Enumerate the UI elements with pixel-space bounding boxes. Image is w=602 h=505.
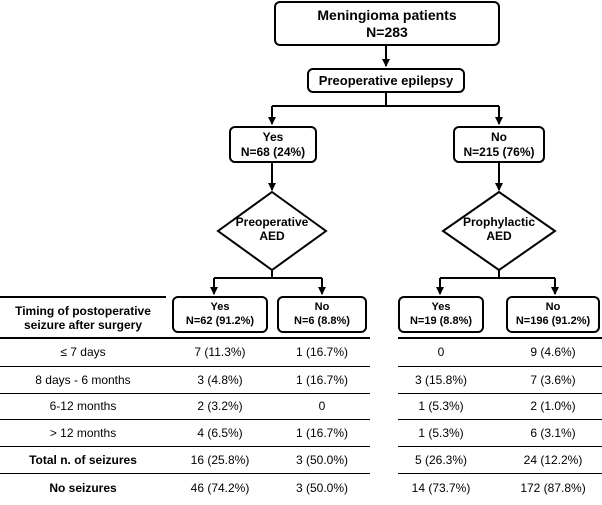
row-label: 8 days - 6 months	[35, 373, 131, 387]
table-header-label: Timing of postoperative seizure after su…	[2, 304, 164, 333]
col2-count: N=6 (8.8%)	[294, 314, 350, 327]
table-cell: 3 (50.0%)	[295, 453, 349, 467]
row-rule-2-right	[398, 393, 602, 394]
meningioma-patients-box: Meningioma patients N=283	[274, 1, 500, 46]
row-rule-5-right	[398, 473, 602, 474]
table-cell: 7 (11.3%)	[194, 345, 246, 359]
table-cell: 24 (12.2%)	[523, 453, 583, 467]
row-rule-4-left	[0, 446, 370, 447]
table-cell: 2 (3.2%)	[197, 399, 243, 413]
col-header-preop-yes: Yes N=62 (91.2%)	[172, 296, 268, 333]
row-rule-3-left	[0, 419, 370, 420]
col3-count: N=19 (8.8%)	[409, 314, 473, 327]
col-header-preop-no: No N=6 (8.8%)	[277, 296, 367, 333]
yes-branch-box: Yes N=68 (24%)	[229, 126, 317, 163]
table-cell: 14 (73.7%)	[411, 481, 471, 495]
row-rule-5-left	[0, 473, 370, 474]
table-cell: 1 (16.7%)	[295, 426, 349, 440]
table-cell: 7 (3.6%)	[530, 373, 576, 387]
no-branch-label: No	[491, 130, 507, 145]
preop-label: Preoperative epilepsy	[318, 72, 454, 88]
row-label-total: Total n. of seizures	[29, 453, 137, 467]
col3-label: Yes	[431, 301, 451, 314]
top-box-title: Meningioma patients	[317, 6, 457, 23]
table-cell: 16 (25.8%)	[190, 453, 250, 467]
table-top-rule-left	[0, 296, 166, 298]
left-diamond-line2: AED	[259, 228, 285, 243]
col-header-proph-yes: Yes N=19 (8.8%)	[398, 296, 484, 333]
row-rule-3-right	[398, 419, 602, 420]
prophylactic-aed-label: Prophylactic AED	[449, 215, 549, 244]
col1-label: Yes	[210, 301, 230, 314]
table-cell: 1 (16.7%)	[295, 373, 349, 387]
table-cell: 9 (4.6%)	[530, 345, 576, 359]
table-cell: 46 (74.2%)	[190, 481, 250, 495]
no-branch-box: No N=215 (76%)	[453, 126, 545, 163]
preoperative-epilepsy-box: Preoperative epilepsy	[307, 68, 465, 93]
row-rule-1-left	[0, 366, 370, 367]
col4-count: N=196 (91.2%)	[515, 314, 591, 327]
col1-count: N=62 (91.2%)	[185, 314, 255, 327]
table-cell: 1 (16.7%)	[295, 345, 349, 359]
table-header-rule-left	[0, 337, 370, 339]
table-cell: 2 (1.0%)	[530, 399, 576, 413]
table-cell: 0	[437, 345, 445, 359]
col4-label: No	[545, 301, 561, 314]
right-diamond-line1: Prophylactic	[462, 215, 536, 229]
table-cell: 3 (15.8%)	[414, 373, 468, 387]
row-rule-4-right	[398, 446, 602, 447]
table-cell: 0	[318, 399, 326, 413]
table-header-line2: seizure after surgery	[23, 318, 143, 333]
table-cell: 5 (26.3%)	[414, 453, 468, 467]
row-label-no-seizures: No seizures	[49, 481, 117, 495]
table-cell: 6 (3.1%)	[530, 426, 576, 440]
table-header-rule-right	[398, 337, 602, 339]
right-diamond-line2: AED	[486, 228, 512, 243]
col-header-proph-no: No N=196 (91.2%)	[506, 296, 600, 333]
table-cell: 4 (6.5%)	[197, 426, 243, 440]
row-label: ≤ 7 days	[60, 345, 106, 359]
row-label: 6-12 months	[49, 399, 117, 413]
row-rule-2-left	[0, 393, 370, 394]
table-cell: 1 (5.3%)	[418, 426, 464, 440]
table-header-line1: Timing of postoperative	[15, 304, 151, 318]
table-cell: 3 (4.8%)	[197, 373, 243, 387]
col2-label: No	[314, 301, 330, 314]
top-box-count: N=283	[366, 23, 408, 40]
no-branch-count: N=215 (76%)	[463, 144, 535, 159]
preoperative-aed-label: Preoperative AED	[222, 215, 322, 244]
yes-branch-label: Yes	[262, 130, 284, 145]
table-cell: 3 (50.0%)	[295, 481, 349, 495]
table-cell: 1 (5.3%)	[418, 399, 464, 413]
yes-branch-count: N=68 (24%)	[240, 144, 306, 159]
left-diamond-line1: Preoperative	[235, 215, 309, 229]
row-rule-1-right	[398, 366, 602, 367]
row-label: > 12 months	[49, 426, 117, 440]
table-cell: 172 (87.8%)	[520, 481, 586, 495]
